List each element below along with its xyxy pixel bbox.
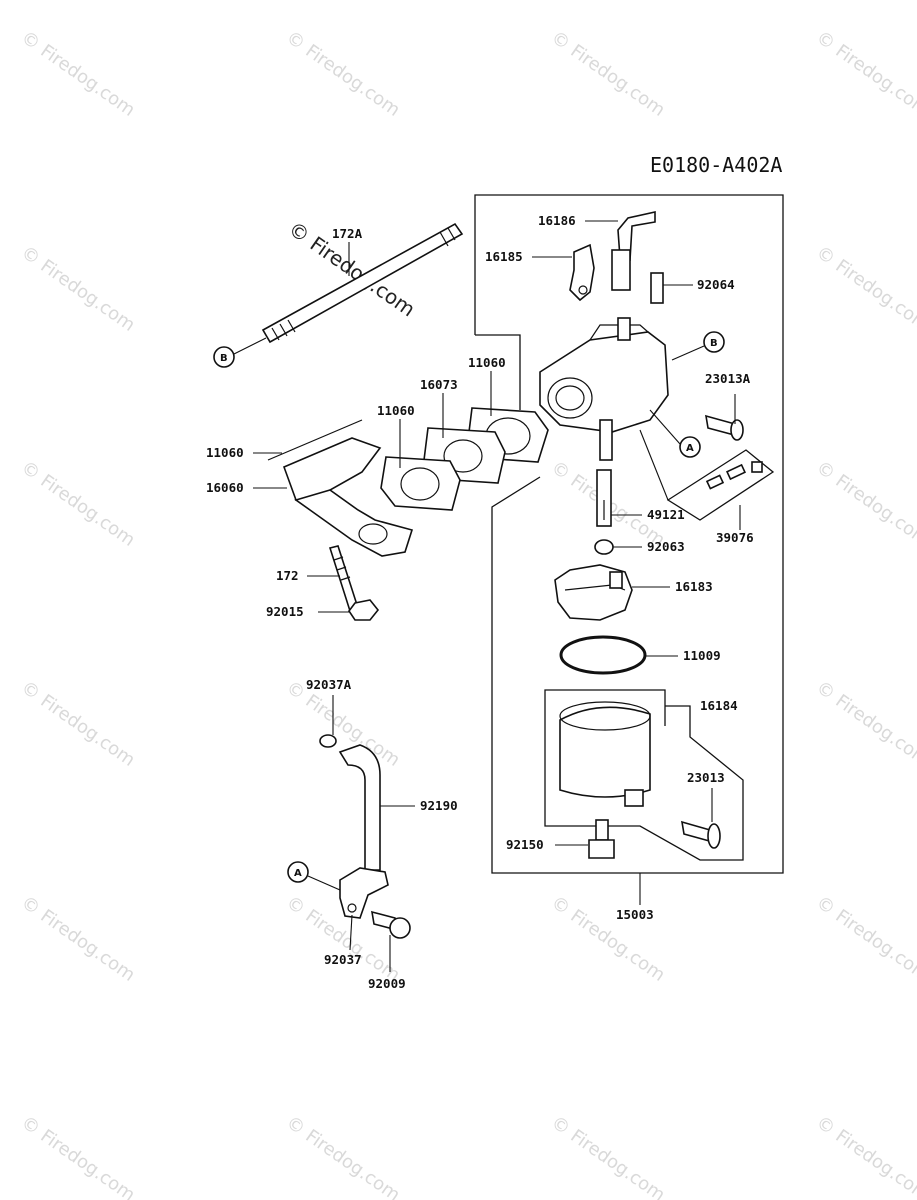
stud-172 bbox=[328, 545, 359, 613]
watermark-16: © Firedog.com bbox=[812, 892, 917, 986]
watermark-9: © Firedog.com bbox=[812, 457, 917, 551]
watermark-5: © Firedog.com bbox=[17, 242, 139, 336]
watermark-15: © Firedog.com bbox=[547, 892, 669, 986]
nut-92015 bbox=[348, 599, 380, 621]
stud-172A bbox=[261, 222, 464, 344]
label-49121: 49121 bbox=[647, 507, 685, 522]
ref-a-right: A bbox=[686, 443, 694, 454]
label-39076: 39076 bbox=[716, 530, 754, 545]
ref-b-left: B bbox=[220, 353, 228, 364]
float-bowl-frame bbox=[544, 689, 744, 861]
label-23013A: 23013A bbox=[705, 371, 751, 386]
label-11060-mid: 11060 bbox=[377, 403, 415, 418]
label-11060-left: 11060 bbox=[206, 445, 244, 460]
label-23013: 23013 bbox=[687, 770, 725, 785]
label-172: 172 bbox=[276, 568, 299, 583]
bolt-92150 bbox=[588, 819, 615, 859]
watermark-17: © Firedog.com bbox=[17, 1112, 139, 1200]
label-11009: 11009 bbox=[683, 648, 721, 663]
label-16183: 16183 bbox=[675, 579, 713, 594]
label-16060: 16060 bbox=[206, 480, 244, 495]
label-16186: 16186 bbox=[538, 213, 576, 228]
label-92150: 92150 bbox=[506, 837, 544, 852]
screw-23013A bbox=[705, 414, 744, 441]
watermark-6: © Firedog.com bbox=[812, 242, 917, 336]
watermark-grid: © Firedog.com © Firedog.com © Firedog.co… bbox=[17, 27, 917, 1200]
label-92063: 92063 bbox=[647, 539, 685, 554]
carburetor-frame-notch bbox=[475, 334, 521, 410]
bracket-92037 bbox=[339, 867, 389, 919]
screw-92009 bbox=[371, 910, 411, 939]
jet-92063 bbox=[594, 539, 614, 555]
hose-92190 bbox=[338, 744, 381, 871]
label-92190: 92190 bbox=[420, 798, 458, 813]
jet-kit-39076 bbox=[666, 449, 775, 521]
watermark-4: © Firedog.com bbox=[812, 27, 917, 121]
choke-lever-16186 bbox=[611, 211, 656, 291]
diagram-code: E0180-A402A bbox=[650, 153, 782, 177]
watermark-10: © Firedog.com bbox=[17, 677, 139, 771]
manifold-16060 bbox=[282, 437, 414, 557]
watermark-2: © Firedog.com bbox=[282, 27, 404, 121]
label-92015: 92015 bbox=[266, 604, 304, 619]
watermark-3: © Firedog.com bbox=[547, 27, 669, 121]
watermark-13: © Firedog.com bbox=[17, 892, 139, 986]
screw-92064 bbox=[650, 272, 664, 304]
lever-16185 bbox=[569, 243, 595, 302]
float-bowl-16184 bbox=[559, 701, 651, 807]
watermark-7: © Firedog.com bbox=[17, 457, 139, 551]
label-92037A: 92037A bbox=[306, 677, 352, 692]
ref-a-left: A bbox=[294, 868, 302, 879]
label-16073: 16073 bbox=[420, 377, 458, 392]
watermark-20: © Firedog.com bbox=[812, 1112, 917, 1200]
carburetor-body bbox=[539, 317, 669, 461]
label-172A: 172A bbox=[332, 226, 363, 241]
watermark-19: © Firedog.com bbox=[547, 1112, 669, 1200]
label-92037: 92037 bbox=[324, 952, 362, 967]
ref-b-right: B bbox=[710, 338, 718, 349]
oring-11009 bbox=[559, 635, 647, 675]
watermark-12: © Firedog.com bbox=[812, 677, 917, 771]
tube-49121 bbox=[596, 469, 612, 527]
screw-23013 bbox=[681, 820, 721, 849]
gasket-11060-mid bbox=[380, 456, 461, 511]
label-15003: 15003 bbox=[616, 907, 654, 922]
label-16185: 16185 bbox=[485, 249, 523, 264]
gasket-11060-left bbox=[267, 419, 363, 461]
watermark-1: © Firedog.com bbox=[17, 27, 139, 121]
label-92009: 92009 bbox=[368, 976, 406, 991]
clip-92037A bbox=[319, 734, 337, 748]
label-92064: 92064 bbox=[697, 277, 735, 292]
label-16184: 16184 bbox=[700, 698, 738, 713]
carburetor-assembly-frame bbox=[474, 194, 784, 874]
watermark-18: © Firedog.com bbox=[282, 1112, 404, 1200]
float-16183 bbox=[554, 564, 633, 621]
label-11060-top: 11060 bbox=[468, 355, 506, 370]
